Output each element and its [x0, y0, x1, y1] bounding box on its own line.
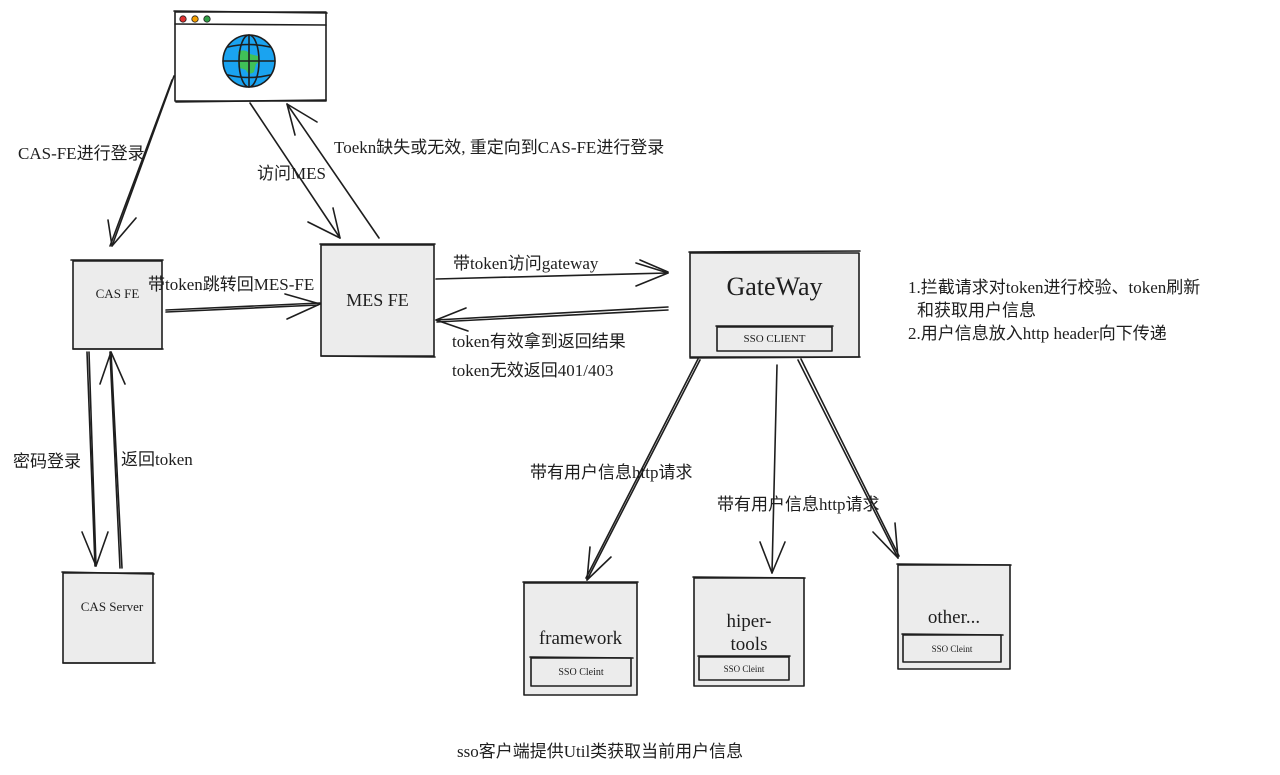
- edge-label-cas-fe-to-mes-fe: 带token跳转回MES-FE: [148, 275, 315, 294]
- hiper-tools-label-line1: hiper-: [726, 611, 772, 632]
- hiper-tools-sso-client-box: [698, 656, 790, 681]
- gateway-note-line3: 2.用户信息放入http header向下传递: [908, 324, 1167, 343]
- browser-titlebar-divider: [174, 23, 327, 26]
- browser-window: [173, 10, 328, 103]
- framework-node: [522, 581, 639, 696]
- edge-label-gateway-to-hiper-tools: 带有用户信息http请求: [717, 495, 880, 514]
- arrow-mes-fe-to-browser: [286, 103, 380, 239]
- framework-label: framework: [538, 628, 623, 649]
- edge-label-browser-to-cas-fe: CAS-FE进行登录: [18, 144, 145, 163]
- gateway-note: 1.拦截请求对token进行校验、token刷新 和获取用户信息 2.用户信息放…: [908, 276, 1200, 345]
- edge-label-gateway-to-framework: 带有用户信息http请求: [530, 463, 693, 482]
- edge-label-browser-to-mes-fe: 访问MES: [257, 164, 326, 183]
- other-label: other...: [927, 607, 981, 628]
- arrow-browser-to-mes-fe: [249, 102, 341, 239]
- hiper-tools-label-line2: tools: [730, 634, 768, 655]
- gateway-node: [688, 250, 861, 359]
- gateway-note-line1: 1.拦截请求对token进行校验、token刷新: [908, 278, 1201, 297]
- gateway-note-line2: 和获取用户信息: [917, 301, 1036, 320]
- cas-server-node: [61, 571, 156, 664]
- mes-fe-label: MES FE: [346, 290, 409, 310]
- arrow-cas-server-to-cas-fe: [99, 351, 126, 569]
- edge-label-mes-fe-to-gateway: 带token访问gateway: [453, 254, 599, 273]
- arrow-gateway-to-hiper-tools: [759, 364, 786, 574]
- edge-label-gateway-to-mes-fe-valid: token有效拿到返回结果: [452, 332, 626, 351]
- hiper-tools-node: [692, 576, 806, 687]
- edge-label-cas-fe-to-cas-server: 密码登录: [13, 452, 81, 471]
- cas-fe-node: [70, 259, 164, 350]
- edge-label-cas-server-to-cas-fe: 返回token: [121, 450, 193, 469]
- window-close-dot-icon: [179, 15, 187, 23]
- edge-label-mes-fe-to-browser: Toekn缺失或无效, 重定向到CAS-FE进行登录: [334, 138, 665, 157]
- arrow-cas-fe-to-mes-fe: [165, 293, 321, 320]
- framework-sso-client-box: [530, 657, 632, 687]
- cas-fe-label: CAS FE: [95, 286, 140, 301]
- window-minimize-dot-icon: [191, 15, 199, 23]
- gateway-sso-client-box: [716, 326, 833, 352]
- globe-icon: [222, 34, 276, 88]
- hiper-tools-sso-client-label: SSO Cleint: [723, 664, 765, 674]
- arrow-cas-fe-to-cas-server: [81, 351, 109, 567]
- arrow-gateway-to-other: [797, 358, 900, 559]
- arrow-gateway-to-framework: [585, 358, 701, 581]
- other-sso-client-label: SSO Cleint: [931, 644, 973, 654]
- gateway-label: GateWay: [726, 272, 823, 301]
- window-maximize-dot-icon: [203, 15, 211, 23]
- edge-label-gateway-to-mes-fe-invalid: token无效返回401/403: [452, 361, 614, 380]
- mes-fe-node: [319, 243, 436, 358]
- arrow-mes-fe-to-gateway: [435, 259, 669, 287]
- gateway-sso-client-label: SSO CLIENT: [743, 333, 806, 345]
- arrow-gateway-to-mes-fe: [435, 306, 669, 332]
- arrow-browser-to-cas-fe: [107, 75, 175, 247]
- framework-sso-client-label: SSO Cleint: [558, 667, 604, 678]
- other-node: [896, 563, 1012, 670]
- footer-note: sso客户端提供Util类获取当前用户信息: [457, 742, 744, 761]
- cas-server-label: CAS Server: [80, 599, 144, 614]
